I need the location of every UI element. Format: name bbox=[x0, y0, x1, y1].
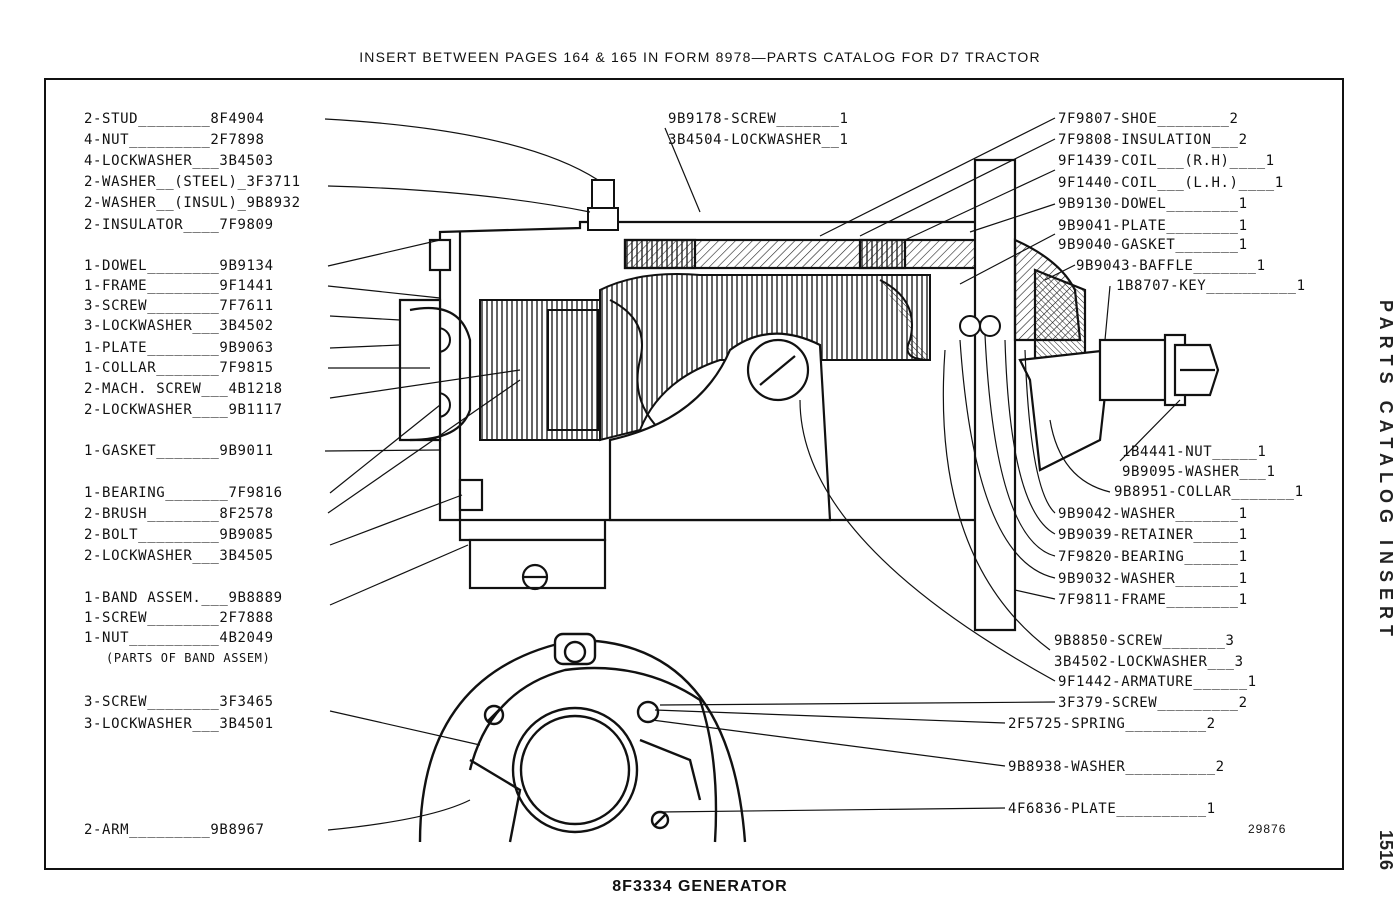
label-insulation: 7F9808-INSULATION___2 bbox=[1058, 132, 1248, 148]
label-retainer: 9B9039-RETAINER_____1 bbox=[1058, 527, 1248, 543]
label-plate: 1-PLATE________9B9063 bbox=[84, 340, 274, 356]
diagram-caption: 8F3334 GENERATOR bbox=[612, 878, 788, 895]
label-nut-2: 1-NUT__________4B2049 bbox=[84, 630, 274, 646]
label-dowel: 1-DOWEL________9B9134 bbox=[84, 258, 274, 274]
label-washer-steel: 2-WASHER__(STEEL)_3F3711 bbox=[84, 174, 301, 190]
label-bearing-r: 7F9820-BEARING______1 bbox=[1058, 549, 1248, 565]
page-header: INSERT BETWEEN PAGES 164 & 165 IN FORM 8… bbox=[359, 49, 1041, 65]
label-collar-r: 9B8951-COLLAR_______1 bbox=[1114, 484, 1304, 500]
label-gasket-r: 9B9040-GASKET_______1 bbox=[1058, 237, 1248, 253]
label-lockwasher-2: 3-LOCKWASHER___3B4502 bbox=[84, 318, 274, 334]
label-lockwasher-r: 3B4502-LOCKWASHER___3 bbox=[1054, 654, 1244, 670]
commutator-end-plate bbox=[398, 238, 484, 512]
commutator bbox=[479, 299, 601, 441]
drive-end-frame bbox=[973, 158, 1220, 632]
label-plate-r: 9B9041-PLATE________1 bbox=[1058, 218, 1248, 234]
label-collar: 1-COLLAR_______7F9815 bbox=[84, 360, 274, 376]
terminal-stud bbox=[587, 179, 619, 231]
label-band-assem: 1-BAND ASSEM.___9B8889 bbox=[84, 590, 283, 606]
label-bearing: 1-BEARING_______7F9816 bbox=[84, 485, 283, 501]
label-frame-r: 7F9811-FRAME________1 bbox=[1058, 592, 1248, 608]
label-screw-r: 9B8850-SCREW_______3 bbox=[1054, 633, 1235, 649]
label-top-screw: 9B9178-SCREW_______1 bbox=[668, 111, 849, 127]
label-washer-r2: 9B9042-WASHER_______1 bbox=[1058, 506, 1248, 522]
label-lockwasher-4: 2-LOCKWASHER___3B4505 bbox=[84, 548, 274, 564]
pole-piece bbox=[608, 332, 832, 522]
label-washer-r4: 9B8938-WASHER__________2 bbox=[1008, 759, 1225, 775]
label-coil-lh: 9F1440-COIL___(L.H.)____1 bbox=[1058, 175, 1284, 191]
diagram-frame bbox=[44, 78, 1344, 870]
side-margin-text: PARTS CATALOG INSERT bbox=[1376, 300, 1396, 642]
label-stud: 2-STUD________8F4904 bbox=[84, 111, 265, 127]
leader-lines-right bbox=[651, 117, 1181, 813]
label-washer-r: 9B9095-WASHER___1 bbox=[1122, 464, 1276, 480]
label-mach-screw: 2-MACH. SCREW___4B1218 bbox=[84, 381, 283, 397]
label-band-note: (PARTS OF BAND ASSEM) bbox=[106, 651, 271, 665]
label-armature: 9F1442-ARMATURE______1 bbox=[1058, 674, 1257, 690]
label-nut-r: 1B4441-NUT_____1 bbox=[1122, 444, 1267, 460]
label-lockwasher-3: 2-LOCKWASHER____9B1117 bbox=[84, 402, 283, 418]
label-screw-r2: 3F379-SCREW_________2 bbox=[1058, 695, 1248, 711]
label-key: 1B8707-KEY__________1 bbox=[1116, 278, 1306, 294]
label-nut: 4-NUT_________2F7898 bbox=[84, 132, 265, 148]
leader-lines-left bbox=[324, 118, 599, 831]
label-insulator: 2-INSULATOR____7F9809 bbox=[84, 217, 274, 233]
label-baffle: 9B9043-BAFFLE_______1 bbox=[1076, 258, 1266, 274]
label-washer-r3: 9B9032-WASHER_______1 bbox=[1058, 571, 1248, 587]
label-shoe: 7F9807-SHOE________2 bbox=[1058, 111, 1239, 127]
label-screw: 3-SCREW________7F7611 bbox=[84, 298, 274, 314]
side-page-number: 1516 bbox=[1376, 830, 1396, 871]
label-frame: 1-FRAME________9F1441 bbox=[84, 278, 274, 294]
label-bolt: 2-BOLT_________9B9085 bbox=[84, 527, 274, 543]
label-gasket: 1-GASKET_______9B9011 bbox=[84, 443, 274, 459]
label-plate-r2: 4F6836-PLATE__________1 bbox=[1008, 801, 1216, 817]
label-brush: 2-BRUSH________8F2578 bbox=[84, 506, 274, 522]
label-spring: 2F5725-SPRING_________2 bbox=[1008, 716, 1216, 732]
label-arm: 2-ARM_________9B8967 bbox=[84, 822, 265, 838]
label-lockwasher-5: 3-LOCKWASHER___3B4501 bbox=[84, 716, 274, 732]
label-dowel-r: 9B9130-DOWEL________1 bbox=[1058, 196, 1248, 212]
label-screw-2: 1-SCREW________2F7888 bbox=[84, 610, 274, 626]
label-top-lockwasher: 3B4504-LOCKWASHER__1 bbox=[668, 132, 849, 148]
end-view-brush-plate bbox=[418, 632, 747, 843]
label-lockwasher: 4-LOCKWASHER___3B4503 bbox=[84, 153, 274, 169]
label-screw-3: 3-SCREW________3F3465 bbox=[84, 694, 274, 710]
figure-number: 29876 bbox=[1248, 822, 1287, 836]
label-coil-rh: 9F1439-COIL___(R.H)____1 bbox=[1058, 153, 1275, 169]
label-washer-insul: 2-WASHER__(INSUL)_9B8932 bbox=[84, 195, 301, 211]
